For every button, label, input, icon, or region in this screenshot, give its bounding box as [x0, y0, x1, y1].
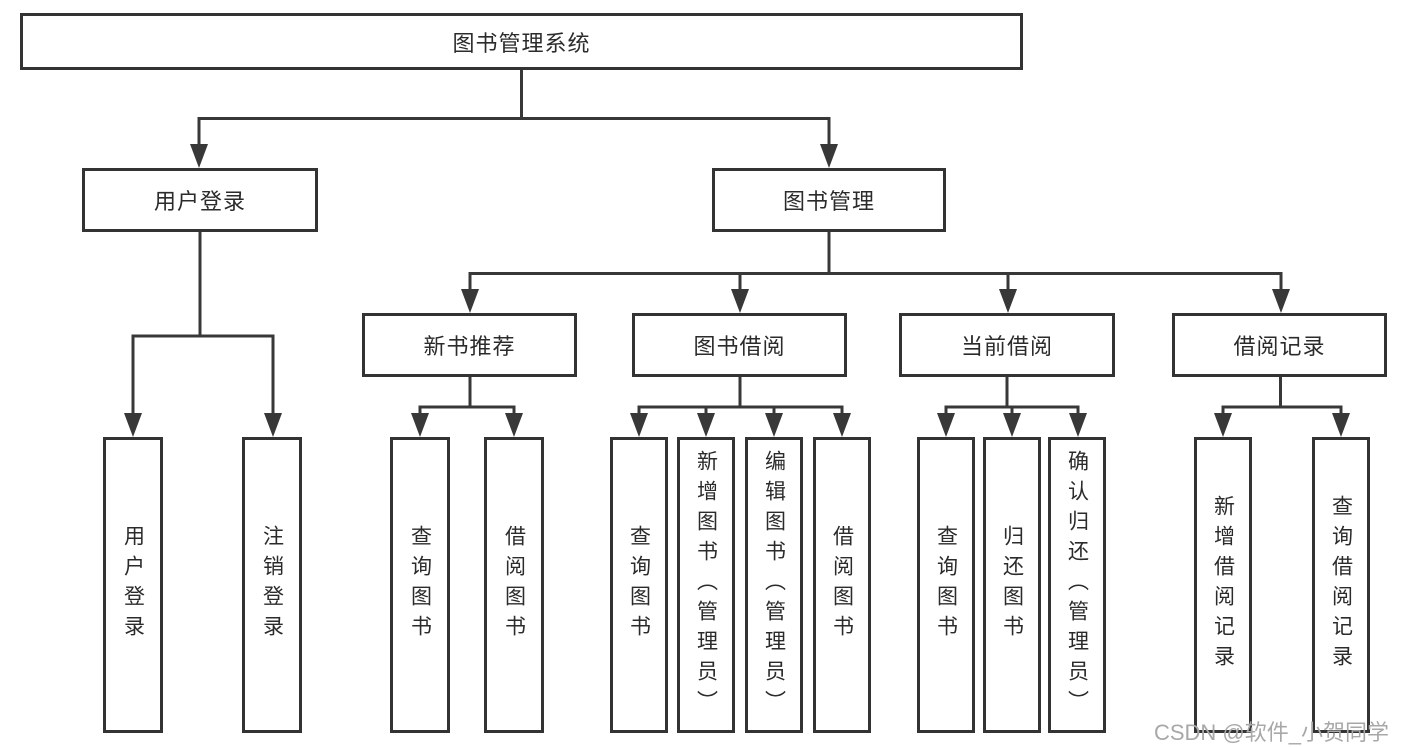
node-user-login-branch: 用户登录 — [82, 168, 318, 232]
leaf-label: 编辑图书（管理员） — [762, 450, 786, 720]
arrowhead-icon — [461, 289, 479, 313]
arrowhead-icon — [190, 144, 208, 168]
leaf-label: 借阅图书 — [830, 525, 854, 645]
arrowhead-icon — [264, 413, 282, 437]
leaf-label: 用户登录 — [121, 525, 145, 645]
arrowhead-icon — [697, 413, 715, 437]
leaf-user-login: 用户登录 — [103, 437, 163, 733]
node-current-borrowing: 当前借阅 — [899, 313, 1115, 377]
arrowhead-icon — [630, 413, 648, 437]
arrowhead-icon — [937, 413, 955, 437]
leaf-add-borrow-record: 新增借阅记录 — [1194, 437, 1252, 733]
leaf-label: 新增图书（管理员） — [694, 450, 718, 720]
leaf-label: 查询图书 — [627, 525, 651, 645]
leaf-label: 归还图书 — [1000, 525, 1024, 645]
leaf-edit-books-admin: 编辑图书（管理员） — [745, 437, 803, 733]
leaf-label: 确认归还（管理员） — [1065, 450, 1089, 720]
node-book-borrowing: 图书借阅 — [632, 313, 847, 377]
leaf-logout: 注销登录 — [242, 437, 302, 733]
arrowhead-icon — [765, 413, 783, 437]
leaf-query-books-2: 查询图书 — [610, 437, 668, 733]
leaf-query-books-3: 查询图书 — [917, 437, 975, 733]
node-book-management-branch: 图书管理 — [712, 168, 946, 232]
arrowhead-icon — [1214, 413, 1232, 437]
node-library-management-system: 图书管理系统 — [20, 13, 1023, 70]
leaf-label: 新增借阅记录 — [1211, 495, 1235, 675]
leaf-query-borrow-record: 查询借阅记录 — [1312, 437, 1370, 733]
arrowhead-icon — [124, 413, 142, 437]
node-new-book-recommend: 新书推荐 — [362, 313, 577, 377]
arrowhead-icon — [1332, 413, 1350, 437]
arrowhead-icon — [999, 289, 1017, 313]
leaf-borrow-books-1: 借阅图书 — [484, 437, 544, 733]
leaf-label: 借阅图书 — [502, 525, 526, 645]
leaf-label: 查询借阅记录 — [1329, 495, 1353, 675]
leaf-add-books-admin: 新增图书（管理员） — [677, 437, 735, 733]
leaf-label: 查询图书 — [408, 525, 432, 645]
leaf-label: 注销登录 — [260, 525, 284, 645]
arrowhead-icon — [833, 413, 851, 437]
leaf-borrow-books-2: 借阅图书 — [813, 437, 871, 733]
leaf-query-books-1: 查询图书 — [390, 437, 450, 733]
arrowhead-icon — [1272, 289, 1290, 313]
leaf-label: 查询图书 — [934, 525, 958, 645]
leaf-confirm-return-admin: 确认归还（管理员） — [1048, 437, 1106, 733]
arrowhead-icon — [731, 289, 749, 313]
arrowhead-icon — [1003, 413, 1021, 437]
node-borrow-records: 借阅记录 — [1172, 313, 1387, 377]
arrowhead-icon — [820, 144, 838, 168]
arrowhead-icon — [505, 413, 523, 437]
arrowhead-icon — [1069, 413, 1087, 437]
leaf-return-books: 归还图书 — [983, 437, 1041, 733]
watermark-text: CSDN @软件_小贺同学 — [1153, 720, 1389, 745]
arrowhead-icon — [411, 413, 429, 437]
